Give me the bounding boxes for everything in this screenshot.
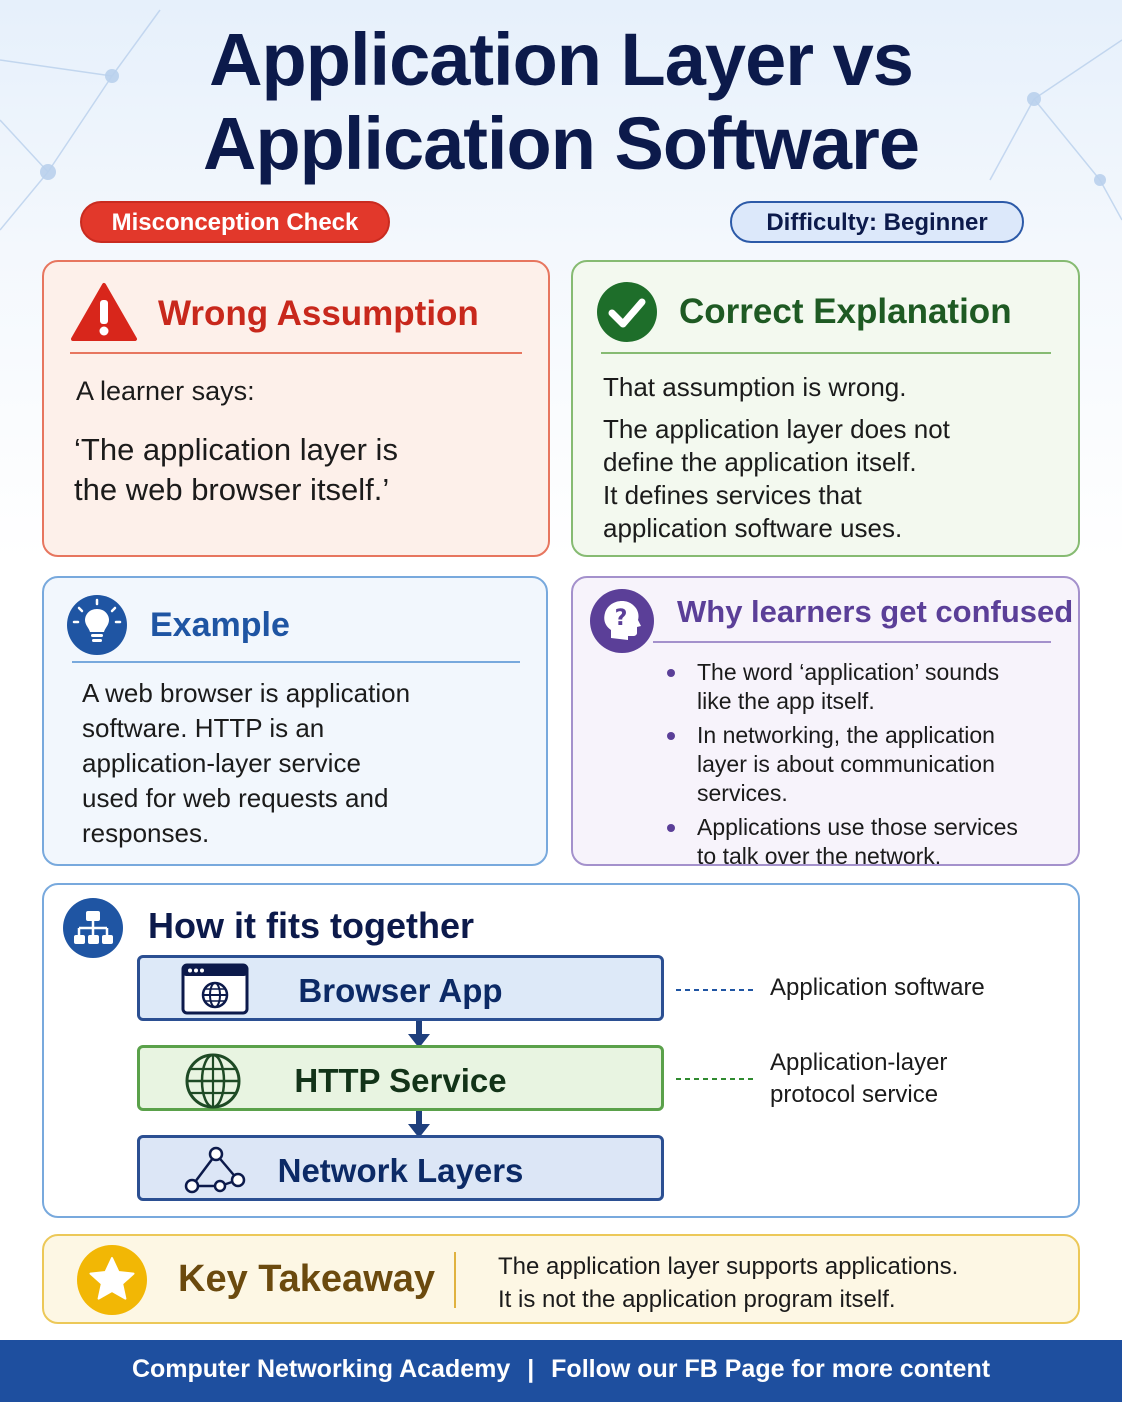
browser-note: Application software: [770, 974, 985, 1001]
lightbulb-icon: [67, 595, 127, 655]
takeaway-line-2: It is not the application program itself…: [498, 1286, 896, 1313]
globe-icon: [185, 1053, 241, 1109]
why-confused-card: ? Why learners get confused The word ‘ap…: [571, 576, 1080, 869]
footer-bar: Computer Networking Academy | Follow our…: [0, 1340, 1122, 1402]
misconception-check-badge: Misconception Check: [80, 201, 390, 243]
list-item: In networking, the application layer is …: [667, 721, 1067, 808]
network-layers-label: Network Layers: [277, 1152, 524, 1189]
correct-line-2: The application layer does not: [603, 414, 950, 444]
list-item: Applications use those services to talk …: [667, 813, 1067, 871]
how-it-fits-card: How it fits together Browser App HTTP Se…: [42, 883, 1080, 1218]
how-it-fits-heading: How it fits together: [148, 905, 474, 946]
bullet-3-line-2: to talk over the network.: [697, 843, 942, 869]
http-service-layer: HTTP Service: [137, 1045, 664, 1111]
network-layers-layer: Network Layers: [137, 1135, 664, 1201]
correct-line-1: That assumption is wrong.: [603, 372, 907, 402]
page-title: Application Layer vs Application Softwar…: [0, 18, 1122, 186]
network-nodes-icon: [184, 1146, 246, 1194]
footer-follow: Follow our FB Page for more content: [551, 1355, 991, 1383]
correct-line-3: define the application itself.: [603, 447, 917, 477]
dashed-connector: [676, 989, 756, 991]
star-icon: [77, 1245, 147, 1315]
footer-academy: Computer Networking Academy: [131, 1355, 511, 1383]
correct-line-4: It defines services that: [603, 480, 862, 510]
hierarchy-icon: [63, 898, 123, 958]
example-line-1: A web browser is application: [82, 678, 411, 708]
dashed-connector: [676, 1078, 756, 1080]
warning-triangle-icon: [71, 283, 137, 341]
wrong-assumption-card: Wrong Assumption A learner says: ‘The ap…: [42, 260, 550, 557]
correct-line-5: application software uses.: [603, 513, 903, 543]
divider: [72, 661, 520, 663]
difficulty-badge: Difficulty: Beginner: [730, 201, 1024, 243]
bullet-1-line-2: like the app itself.: [697, 688, 875, 714]
http-note: Application-layer protocol service: [770, 1047, 947, 1111]
bullet-2-line-3: services.: [697, 780, 788, 806]
list-item: The word ‘application’ sounds like the a…: [667, 658, 1067, 716]
wrong-assumption-heading: Wrong Assumption: [158, 294, 479, 333]
example-card: Example A web browser is application sof…: [42, 576, 548, 866]
vertical-divider: [454, 1252, 456, 1308]
footer-separator: |: [527, 1355, 535, 1383]
http-service-label: HTTP Service: [294, 1062, 507, 1099]
quote-line-1: ‘The application layer is: [74, 432, 398, 467]
example-body: A web browser is application software. H…: [82, 676, 410, 851]
title-line-2: Application Software: [203, 102, 920, 185]
bullet-2-line-2: layer is about communication: [697, 751, 995, 777]
divider: [601, 352, 1051, 354]
example-heading: Example: [150, 606, 290, 644]
correct-explanation-body: The application layer does not define th…: [603, 413, 950, 545]
question-head-icon: ?: [590, 589, 654, 653]
takeaway-body: The application layer supports applicati…: [498, 1250, 958, 1316]
check-circle-icon: [597, 282, 657, 342]
example-line-2: software. HTTP is an: [82, 713, 325, 743]
browser-app-layer: Browser App: [137, 955, 664, 1021]
learner-intro: A learner says:: [76, 376, 255, 406]
http-note-line-2: protocol service: [770, 1081, 939, 1108]
why-confused-heading: Why learners get confused: [677, 594, 1074, 629]
title-line-1: Application Layer vs: [209, 18, 914, 101]
svg-text:?: ?: [615, 606, 628, 631]
divider: [653, 641, 1051, 643]
key-takeaway-heading: Key Takeaway: [178, 1258, 436, 1300]
takeaway-line-1: The application layer supports applicati…: [498, 1253, 959, 1280]
confusion-reasons-list: The word ‘application’ sounds like the a…: [667, 658, 1067, 876]
example-line-4: used for web requests and: [82, 783, 389, 813]
learner-quote: ‘The application layer is the web browse…: [74, 430, 398, 510]
divider: [70, 352, 522, 354]
arrow-down-icon: [408, 1021, 430, 1048]
browser-window-icon: [181, 963, 249, 1015]
quote-line-2: the web browser itself.’: [74, 472, 390, 507]
arrow-down-icon: [408, 1111, 430, 1138]
example-line-3: application-layer service: [82, 748, 361, 778]
bullet-2-line-1: In networking, the application: [697, 722, 995, 748]
correct-explanation-card: Correct Explanation That assumption is w…: [571, 260, 1080, 557]
correct-explanation-heading: Correct Explanation: [679, 292, 1012, 331]
bullet-3-line-1: Applications use those services: [697, 814, 1018, 840]
key-takeaway-card: Key Takeaway The application layer suppo…: [42, 1234, 1080, 1324]
browser-app-label: Browser App: [298, 972, 503, 1009]
bullet-1-line-1: The word ‘application’ sounds: [697, 659, 1000, 685]
example-line-5: responses.: [82, 818, 210, 848]
http-note-line-1: Application-layer: [770, 1049, 948, 1076]
